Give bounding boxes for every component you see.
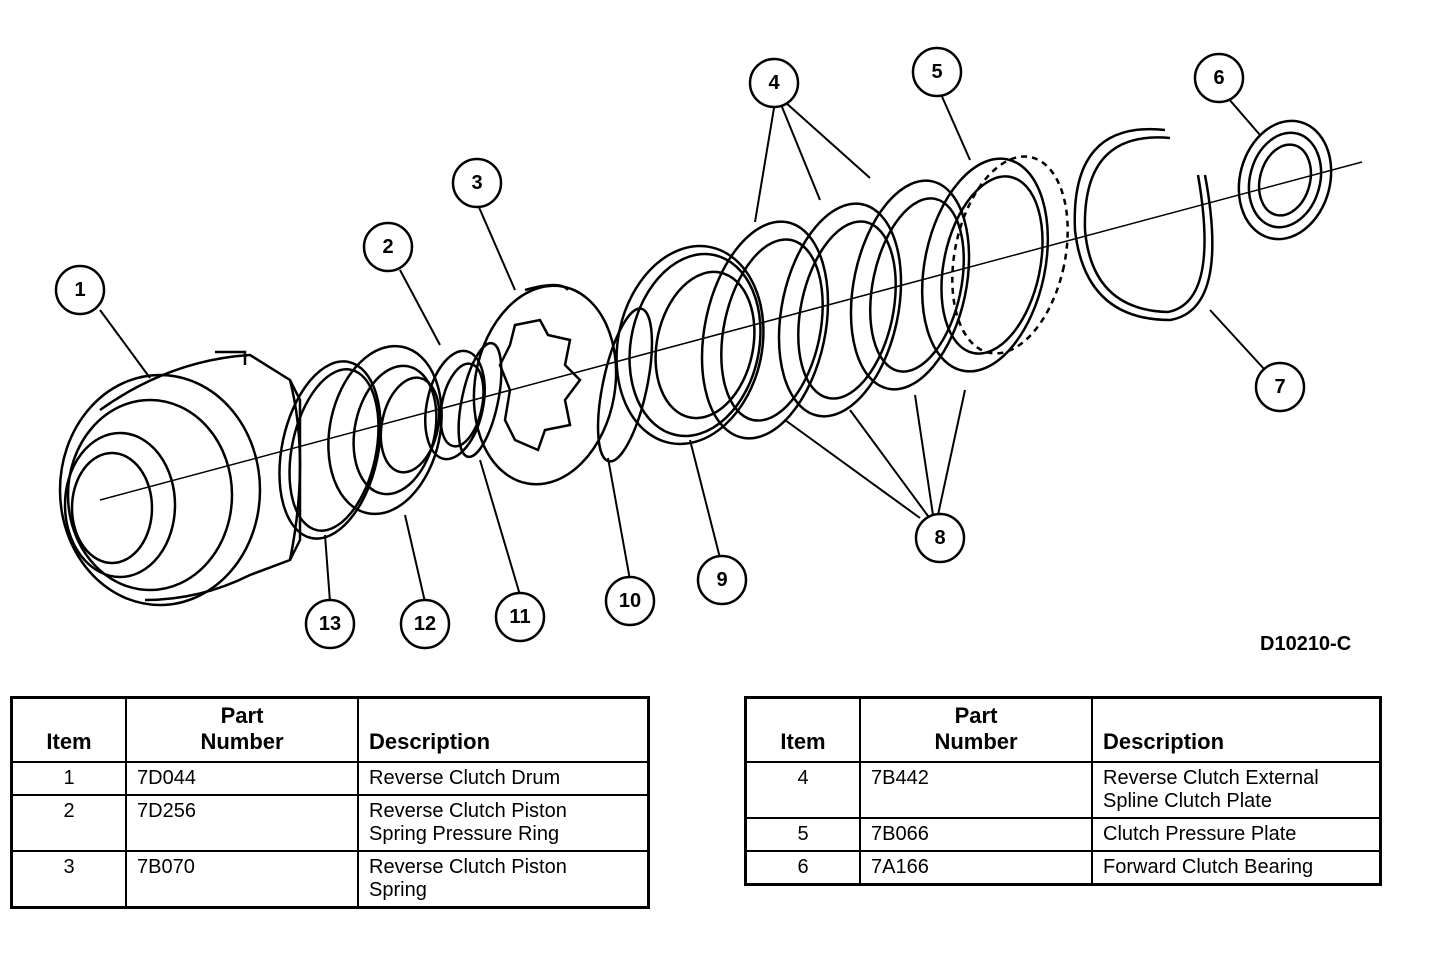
callout-label-10: 10 [619,590,641,612]
part11-drawing [457,341,503,459]
part7-drawing [1073,127,1214,322]
part-description: Clutch Pressure Plate [1091,817,1382,852]
header-description: Description [1091,696,1382,763]
callout-label-3: 3 [471,172,482,194]
drawing-id: D10210-C [1260,633,1351,655]
callout-circle-6 [1193,52,1245,104]
part6-drawing [1237,119,1333,241]
header-part-number: Part Number [859,696,1093,763]
part-description: Reverse Clutch External Spline Clutch Pl… [1091,761,1382,819]
callout-label-2: 2 [382,236,393,258]
callout-circle-7 [1254,361,1306,413]
leader-8d [937,389,966,516]
part-number: 7B066 [859,817,1093,852]
leader-8c [914,394,934,516]
callout-label-5: 5 [931,61,942,83]
leader-8a [784,419,921,519]
part2-drawing [424,349,486,461]
table-header-row: Item Part Number Description [10,696,650,763]
item-number: 1 [10,761,127,796]
callout-circle-5 [911,46,963,98]
callout-circle-12 [399,598,451,650]
part10-drawing [596,307,654,463]
leader-10 [607,457,631,581]
leader-8b [849,409,929,517]
leader-13 [324,534,331,603]
callout-circle-11 [494,591,546,643]
leader-3 [477,204,516,291]
leader-4a [754,101,776,223]
leader-7 [1209,309,1266,371]
part-description: Reverse Clutch Drum [357,761,650,796]
callout-label-8: 8 [934,527,945,549]
header-item: Item [744,696,861,763]
callout-label-12: 12 [414,613,436,635]
part-number: 7A166 [859,850,1093,886]
leader-11 [479,459,521,596]
table-row: 4 7B442 Reverse Clutch External Spline C… [744,761,1382,819]
header-part-number: Part Number [125,696,359,763]
parts-table-right: Item Part Number Description 4 7B442 Rev… [744,696,1382,886]
leader-2 [399,269,441,346]
table-row: 1 7D044 Reverse Clutch Drum [10,761,650,796]
part-number: 7D044 [125,761,359,796]
center-axis-line [99,161,1363,501]
parts-table-left: Item Part Number Description 1 7D044 Rev… [10,696,650,909]
table-row: 3 7B070 Reverse Clutch Piston Spring [10,850,650,909]
table-row: 2 7D256 Reverse Clutch Piston Spring Pre… [10,794,650,852]
part-number: 7B070 [125,850,359,909]
callout-circle-10 [604,575,656,627]
callout-circle-9 [696,554,748,606]
part-number: 7D256 [125,794,359,852]
leader-4c [784,101,871,179]
callout-label-4: 4 [768,72,780,94]
callout-label-6: 6 [1213,67,1224,89]
callout-label-1: 1 [74,279,85,301]
callout-label-7: 7 [1274,376,1285,398]
callout-circle-4 [748,57,800,109]
item-number: 2 [10,794,127,852]
exploded-view-diagram: 1 2 3 4 5 6 7 8 9 10 11 12 13 D10210-C [54,46,1363,655]
item-number: 6 [744,850,861,886]
part13-drawing [278,360,382,540]
reverse-clutch-drum-drawing [58,350,302,607]
callout-circle-13 [304,598,356,650]
leader-1 [99,309,151,379]
part-description: Reverse Clutch Piston Spring [357,850,650,909]
callout-circle-8 [914,512,966,564]
part-description: Reverse Clutch Piston Spring Pressure Ri… [357,794,650,852]
table-header-row: Item Part Number Description [744,696,1382,763]
item-number: 5 [744,817,861,852]
item-number: 3 [10,850,127,909]
callout-circle-1 [54,264,106,316]
part-number: 7B442 [859,761,1093,819]
leader-4b [779,101,821,201]
callout-circle-2 [362,221,414,273]
callout-label-11: 11 [509,606,530,628]
leader-5 [939,91,971,161]
leader-12 [404,514,426,603]
part12-drawing [327,344,443,516]
callout-label-9: 9 [716,569,727,591]
item-number: 4 [744,761,861,819]
callout-circle-3 [451,157,503,209]
callout-label-13: 13 [319,613,341,635]
table-row: 6 7A166 Forward Clutch Bearing [744,850,1382,886]
table-row: 5 7B066 Clutch Pressure Plate [744,817,1382,852]
clutch-plate-stack-drawing [700,155,1069,440]
part9-drawing [615,244,765,446]
leader-9 [689,439,721,559]
leader-6 [1227,97,1261,136]
header-item: Item [10,696,127,763]
part3-drawing [472,283,618,486]
part-description: Forward Clutch Bearing [1091,850,1382,886]
header-description: Description [357,696,650,763]
